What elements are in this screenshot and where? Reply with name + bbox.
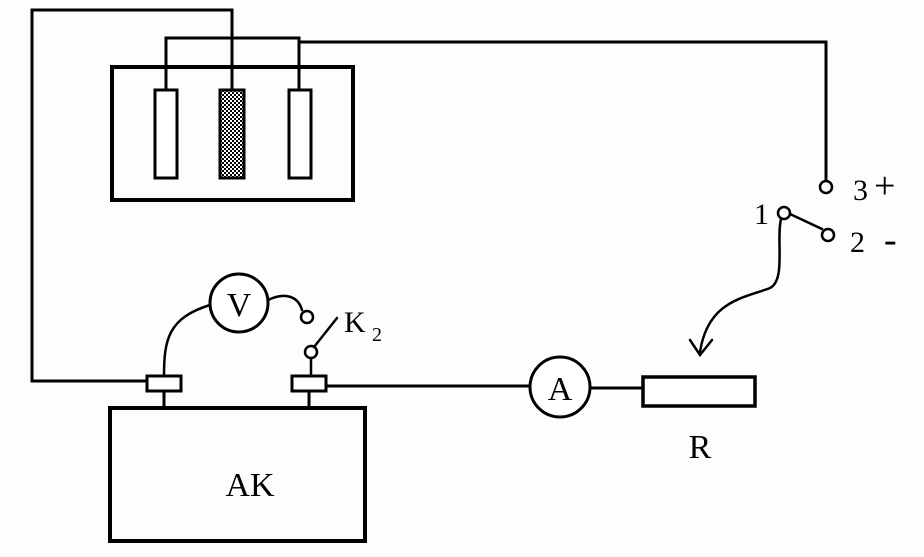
terminal-1-label: 1	[754, 198, 769, 231]
slider-wire	[698, 217, 783, 354]
wire-to-terminal-3	[297, 40, 828, 182]
resistor-label: R	[689, 429, 712, 466]
battery-terminal-left	[145, 374, 183, 393]
terminal-3-label: 3	[853, 174, 868, 207]
wire-outer-electrodes	[164, 36, 301, 92]
k2-subscript: 2	[372, 324, 382, 346]
battery-terminal-right	[290, 374, 328, 393]
terminal-2-label: 2	[850, 226, 865, 259]
resistor-r	[641, 375, 757, 408]
minus-sign: -	[884, 219, 897, 261]
terminal-1	[776, 205, 792, 221]
center-electrode	[218, 88, 246, 180]
voltmeter-label: V	[227, 287, 252, 324]
wire-voltmeter-left	[162, 303, 212, 378]
right-electrode	[287, 88, 313, 180]
slider-arrow	[688, 338, 714, 358]
terminal-2	[820, 227, 836, 243]
k2-blade	[312, 316, 339, 349]
k2-lower-contact	[303, 344, 319, 360]
left-electrode	[153, 88, 179, 180]
k2-upper-contact	[299, 309, 315, 325]
wire-voltmeter-right	[266, 294, 304, 312]
terminal-3	[818, 179, 834, 195]
battery-ak	[108, 406, 367, 543]
ammeter-label: A	[548, 371, 573, 408]
battery-label: AK	[225, 467, 275, 504]
plus-sign: +	[874, 165, 895, 207]
voltmeter	[208, 272, 270, 334]
k2-label: K	[344, 306, 366, 339]
switch-blade	[788, 212, 824, 231]
